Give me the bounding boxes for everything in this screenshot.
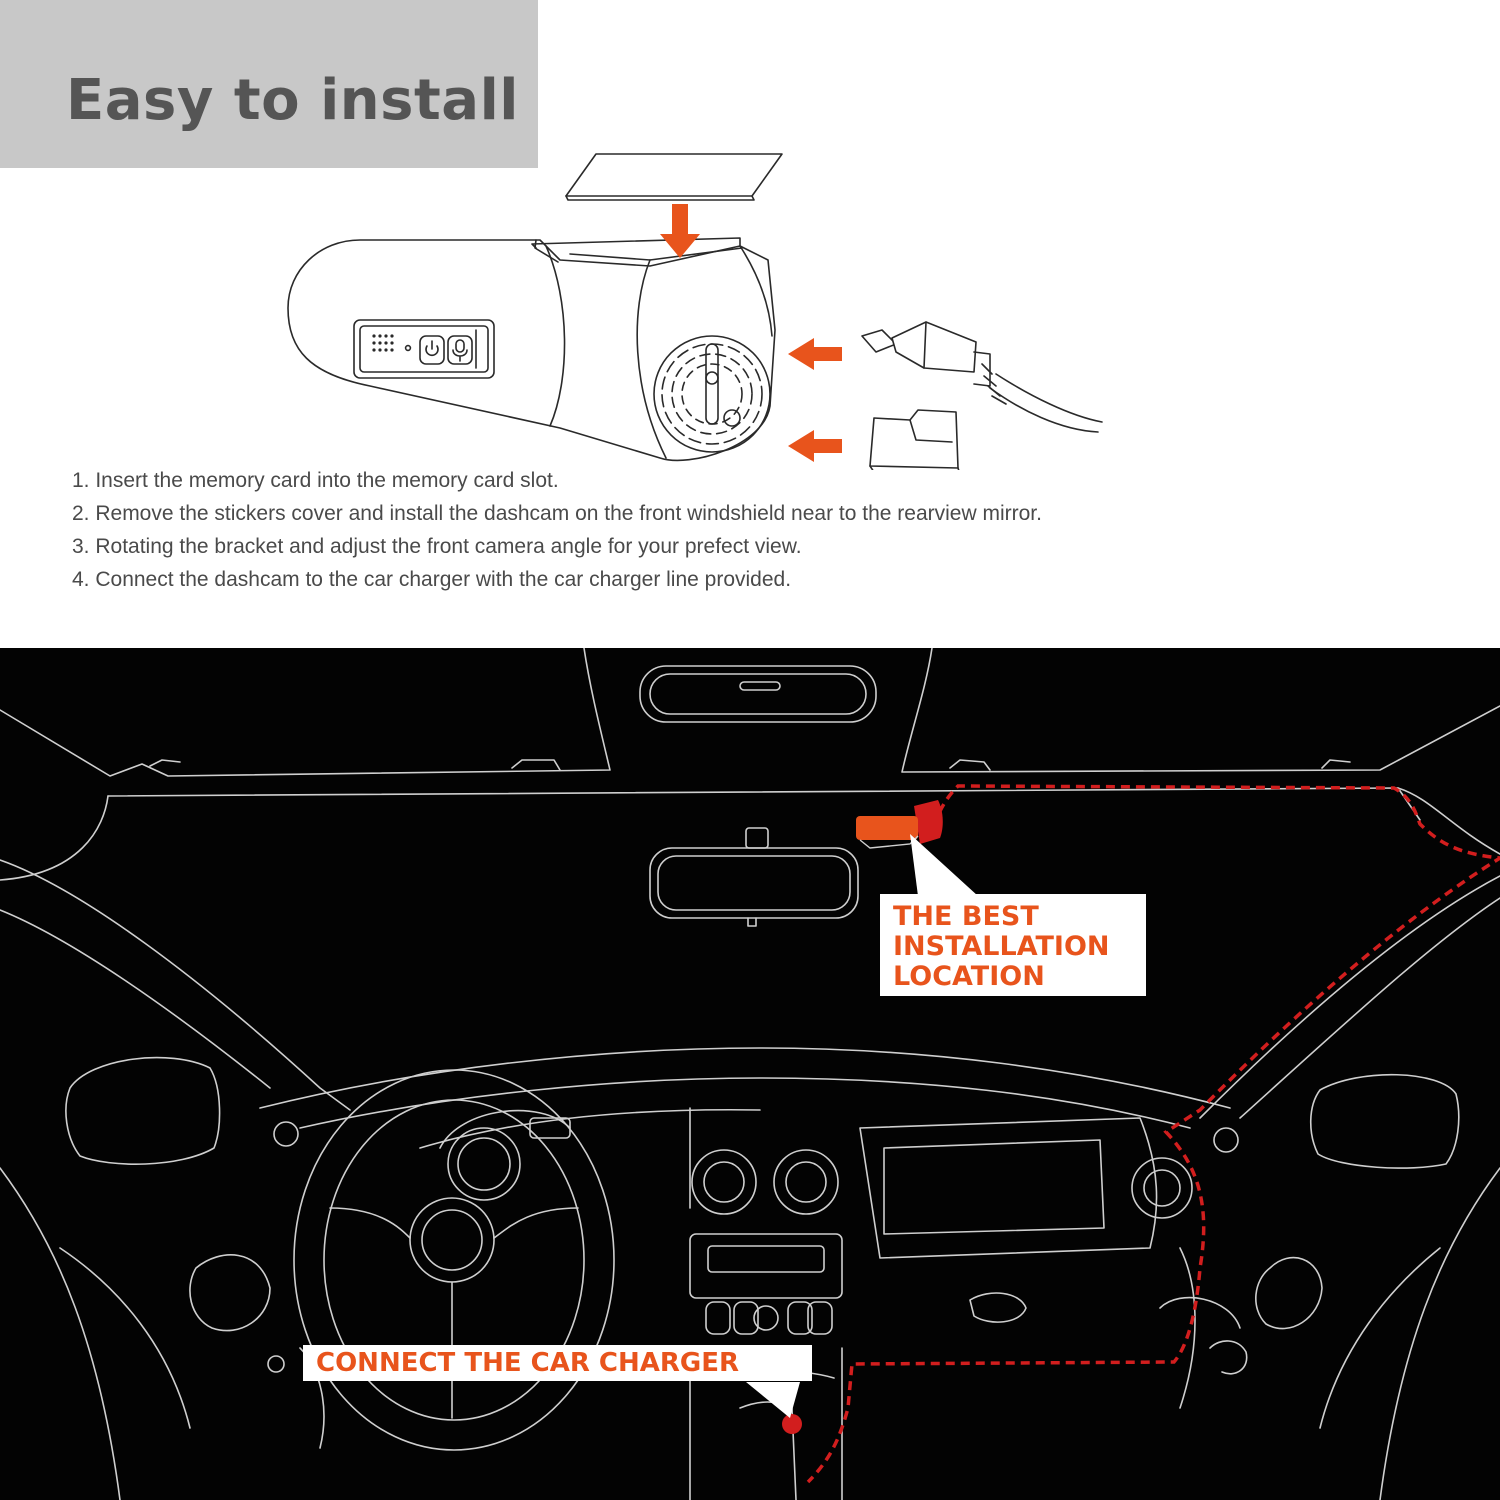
page-title: Easy to install: [66, 68, 519, 133]
speaker-grille-icon: [372, 334, 394, 352]
step-2: 2. Remove the stickers cover and install…: [72, 502, 1042, 525]
best-location-line-3: LOCATION: [893, 961, 1045, 992]
charger-callout-label: CONNECT THE CAR CHARGER: [316, 1348, 740, 1378]
best-location-callout: THE BEST INSTALLATION LOCATION: [880, 894, 1146, 996]
dashcam-icon: [287, 237, 776, 462]
charger-callout: CONNECT THE CAR CHARGER: [303, 1345, 812, 1381]
arrow-down-icon: [660, 204, 700, 258]
power-button-icon: [419, 335, 445, 365]
car-interior-panel: THE BEST INSTALLATION LOCATION CONNECT T…: [0, 648, 1500, 1500]
best-location-line-2: INSTALLATION: [893, 931, 1110, 962]
car-interior-illustration: [0, 648, 1500, 1500]
charger-cable-route: [806, 784, 1500, 1484]
installation-steps: 1. Insert the memory card into the memor…: [72, 466, 1042, 598]
step-1: 1. Insert the memory card into the memor…: [72, 469, 559, 492]
charger-socket-icon: [782, 1414, 802, 1434]
microphone-button-icon: [447, 335, 473, 365]
callout-pointer: [910, 834, 978, 896]
title-banner: Easy to install: [0, 0, 538, 168]
callout-pointer: [746, 1382, 800, 1418]
usb-cable-icon: [861, 321, 1103, 433]
dashcam-illustration: [287, 153, 1103, 470]
best-location-line-1: THE BEST: [893, 901, 1039, 932]
step-4: 4. Connect the dashcam to the car charge…: [72, 568, 792, 591]
arrow-left-icon: [788, 338, 842, 370]
memory-card-icon: [869, 409, 960, 470]
step-3: 3. Rotating the bracket and adjust the f…: [72, 535, 802, 558]
adhesive-pad-icon: [565, 153, 783, 201]
arrow-left-icon: [788, 430, 842, 462]
dashcam-location-marker: [856, 800, 943, 849]
